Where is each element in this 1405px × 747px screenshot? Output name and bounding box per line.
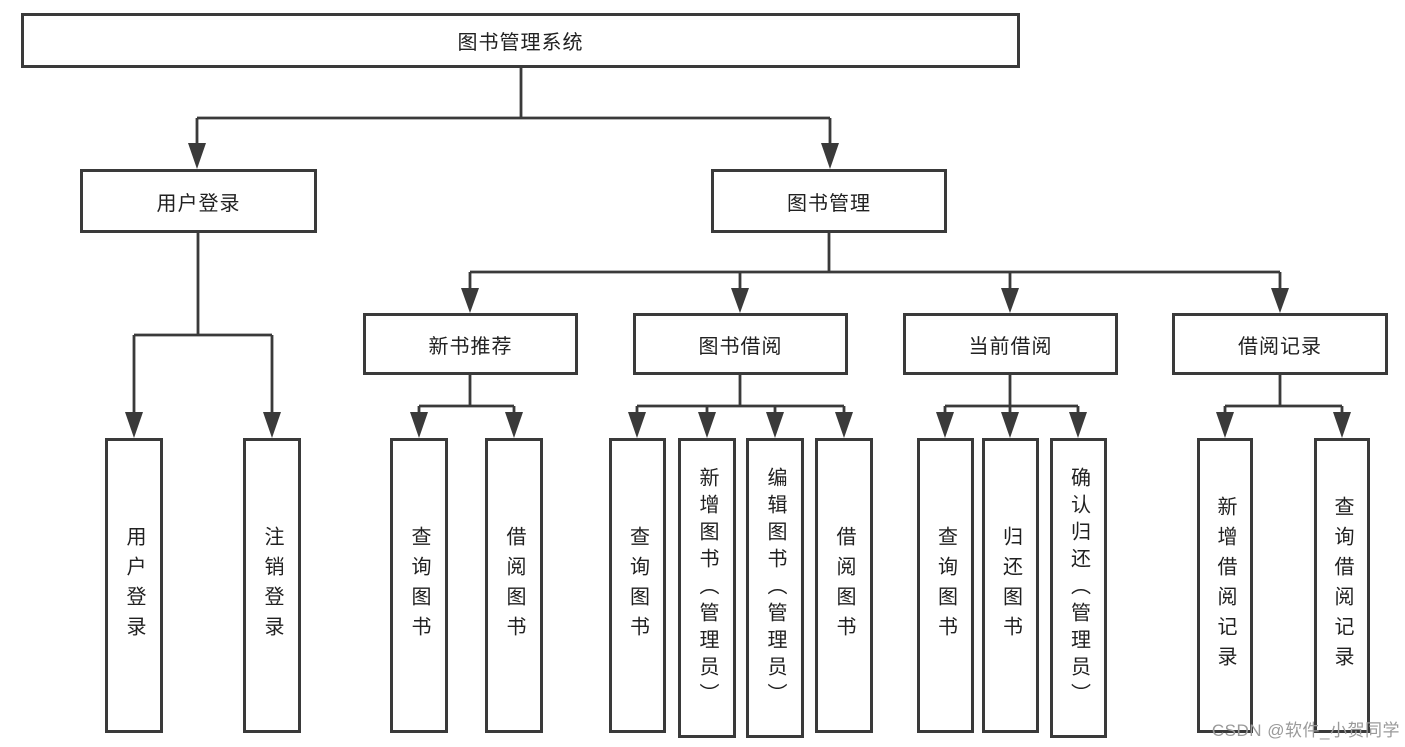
leaf-add-books-admin: 新增图书（管理员）	[678, 438, 736, 738]
leaf-confirm-return-admin: 确认归还（管理员）	[1050, 438, 1107, 738]
leaf-add-borrow-record: 新增借阅记录	[1197, 438, 1253, 733]
leaf-borrow-books: 借阅图书	[815, 438, 873, 733]
leaf-borrow-books-recommend: 借阅图书	[485, 438, 543, 733]
node-new-book-recommend: 新书推荐	[363, 313, 578, 375]
node-user-login: 用户登录	[80, 169, 317, 233]
leaf-edit-books-admin: 编辑图书（管理员）	[746, 438, 804, 738]
node-borrow-records: 借阅记录	[1172, 313, 1388, 375]
leaf-query-books-borrow: 查询图书	[609, 438, 666, 733]
leaf-query-borrow-record: 查询借阅记录	[1314, 438, 1370, 733]
leaf-user-login: 用户登录	[105, 438, 163, 733]
node-root-library-management-system: 图书管理系统	[21, 13, 1020, 68]
node-book-management: 图书管理	[711, 169, 947, 233]
node-book-borrow: 图书借阅	[633, 313, 848, 375]
leaf-return-books: 归还图书	[982, 438, 1039, 733]
leaf-logout: 注销登录	[243, 438, 301, 733]
leaf-query-books-recommend: 查询图书	[390, 438, 448, 733]
csdn-watermark: CSDN @软件_小贺同学	[1211, 721, 1400, 740]
leaf-query-books-current: 查询图书	[917, 438, 974, 733]
node-current-borrow: 当前借阅	[903, 313, 1118, 375]
